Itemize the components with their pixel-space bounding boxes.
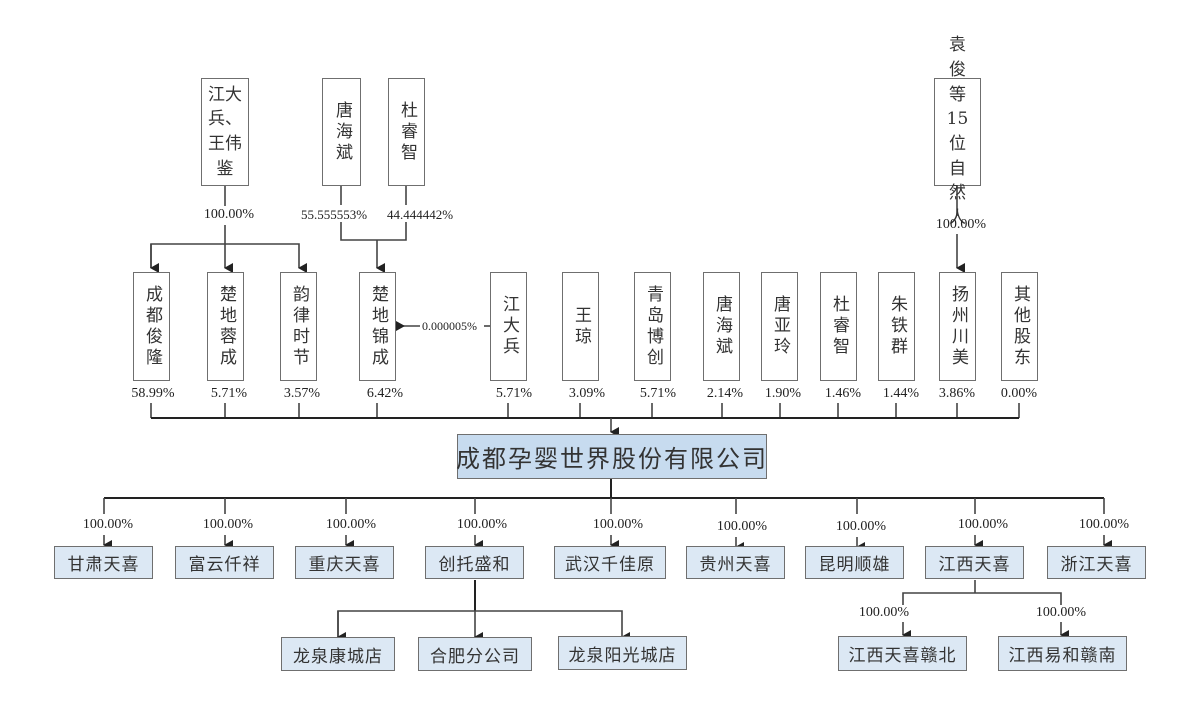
holder-jiang-wang-box: 江大兵、王伟鉴 [201,78,249,186]
branch-box: 龙泉康城店 [281,637,395,671]
company-box: 成都孕婴世界股份有限公司 [456,434,768,479]
company-name: 成都孕婴世界股份有限公司 [456,445,768,473]
holder-du-ruizhi-name: 杜睿智 [397,100,417,164]
subsidiary-pct: 100.00% [82,517,134,532]
holder-du-ruizhi-box: 杜睿智 [388,78,425,186]
shareholder-box: 成都俊隆 [133,272,170,381]
pct-du-ruizhi: 44.444442% [386,207,454,222]
shareholder-box: 韵律时节 [280,272,317,381]
holder-yuan-jun-name: 袁俊等15位自然人 [946,35,969,228]
shareholder-pct: 5.71% [639,386,677,401]
subsidiary-box: 江西天喜 [925,546,1024,579]
shareholder-box: 其他股东 [1001,272,1038,381]
line-chuangtuo-branch [337,610,630,642]
holder-tang-haibin-name: 唐海斌 [332,100,352,164]
branch-box: 龙泉阳光城店 [558,636,687,670]
shareholder-box: 杜睿智 [820,272,857,381]
holder-yuan-jun-box: 袁俊等15位自然人 [934,35,981,228]
shareholder-box: 青岛博创 [634,272,671,381]
subsidiary-box: 浙江天喜 [1047,546,1146,579]
shareholder-name: 青岛博创 [643,284,663,369]
subsidiary-pct: 100.00% [1078,517,1130,532]
subsidiary-name: 浙江天喜 [1060,555,1133,575]
shareholder-pct: 58.99% [131,386,175,401]
subsidiary-pct: 100.00% [456,517,508,532]
branch-name: 龙泉康城店 [293,646,383,667]
subsidiary-name: 昆明顺雄 [818,555,891,575]
jiangxi-sub-box: 江西易和赣南 [998,636,1127,671]
shareholder-name: 杜睿智 [829,295,849,358]
branch-name: 合肥分公司 [430,646,520,667]
shareholder-name: 唐亚玲 [770,295,790,358]
shareholder-box: 扬州川美 [939,272,976,381]
subsidiary-name: 甘肃天喜 [67,555,140,575]
subsidiary-box: 贵州天喜 [686,546,785,579]
shareholder-name: 扬州川美 [948,284,968,369]
pct-jiang-wang: 100.00% [203,207,255,222]
shareholder-box: 唐亚玲 [761,272,798,381]
shareholder-name: 楚地蓉成 [216,284,236,369]
subsidiary-pct: 100.00% [592,517,644,532]
shareholder-pct: 1.46% [824,386,862,401]
shareholder-box: 王琼 [562,272,599,381]
subsidiary-box: 昆明顺雄 [805,546,904,579]
shareholder-ticks [150,403,1020,418]
subsidiary-box: 富云仟祥 [175,546,274,579]
branch-name: 龙泉阳光城店 [568,645,677,666]
jiangxi-sub-name: 江西易和赣南 [1008,646,1117,666]
shareholder-box: 楚地蓉成 [207,272,244,381]
shareholder-pct: 3.09% [568,386,606,401]
shareholder-pct: 6.42% [366,386,404,401]
subsidiary-pct: 100.00% [716,519,768,534]
shareholder-pct: 3.57% [283,386,321,401]
shareholder-pct: 5.71% [210,386,248,401]
subsidiary-drops [103,498,1105,514]
shareholder-pct: 3.86% [938,386,976,401]
subsidiary-pct: 100.00% [835,519,887,534]
subsidiary-box: 创托盛和 [425,546,524,579]
shareholder-name: 其他股东 [1010,284,1030,369]
subsidiary-box: 甘肃天喜 [54,546,153,579]
shareholder-name: 韵律时节 [289,284,309,369]
subsidiary-name: 武汉千佳原 [565,555,655,575]
shareholder-name: 唐海斌 [712,295,732,358]
subsidiary-box: 武汉千佳原 [554,546,666,579]
shareholder-pct: 5.71% [495,386,533,401]
jiangxi-sub-pct: 100.00% [858,605,910,620]
branch-box: 合肥分公司 [418,637,532,671]
shareholder-name: 江大兵 [499,295,519,358]
shareholder-box: 唐海斌 [703,272,740,381]
subsidiary-arrows [103,535,1112,552]
subsidiary-name: 重庆天喜 [308,555,381,575]
jiangxi-sub-box: 江西天喜赣北 [838,636,967,671]
jiangxi-sub-name: 江西天喜赣北 [848,646,957,666]
subsidiary-name: 富云仟祥 [188,555,261,575]
shareholder-pct: 1.44% [882,386,920,401]
line-tangdu-join [340,222,407,241]
shareholder-name: 朱铁群 [887,295,907,358]
subsidiary-pct: 100.00% [325,517,377,532]
subsidiary-name: 贵州天喜 [699,555,772,575]
shareholder-name: 楚地锦成 [368,284,388,369]
subsidiary-pct: 100.00% [957,517,1009,532]
subsidiary-name: 江西天喜 [938,555,1011,575]
shareholder-box: 朱铁群 [878,272,915,381]
subsidiary-name: 创托盛和 [438,555,511,575]
subsidiary-pct: 100.00% [202,517,254,532]
subsidiary-box: 重庆天喜 [295,546,394,579]
shareholder-pct: 2.14% [706,386,744,401]
shareholder-box: 江大兵 [490,272,527,381]
shareholder-pct: 1.90% [764,386,802,401]
line-jiangxi-branch [902,592,1062,605]
jiangxi-sub-pct: 100.00% [1035,605,1087,620]
cross-link-pct: 0.000005% [422,319,477,333]
holder-jiang-wang-name: 江大兵、王伟鉴 [208,84,242,179]
shareholder-box: 楚地锦成 [359,272,396,381]
shareholder-name: 王琼 [571,305,591,348]
holder-tang-haibin-box: 唐海斌 [322,78,361,186]
shareholder-name: 成都俊隆 [142,284,162,369]
pct-yuan-jun: 100.00% [935,217,987,232]
pct-tang-haibin: 55.555553% [300,207,368,222]
shareholder-pct: 0.00% [1000,386,1038,401]
